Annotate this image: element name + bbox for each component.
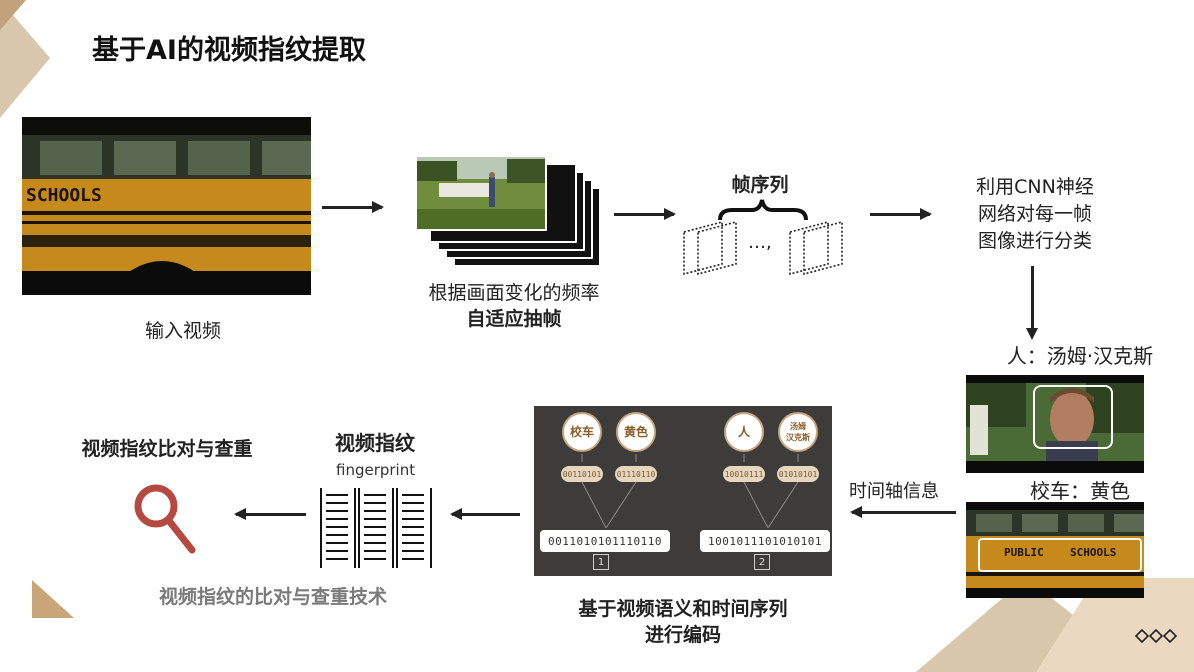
encoding-caption-line1: 基于视频语义和时间序列 [578,598,788,620]
fingerprint-bar-line [364,558,386,560]
combined-code-1: 0011010101110110 [540,530,670,552]
bus-text: SCHOOLS [26,185,102,206]
frame-sequence-ellipsis: …, [748,232,772,253]
frame-stack [415,155,605,267]
arrow-timeline [850,506,956,518]
binary-code-1b: 01110110 [615,466,657,482]
binary-code-2a: 10010111 [723,466,765,482]
tag-yellow: 黄色 [616,412,656,452]
input-video-frame: SCHOOLS [22,117,311,295]
fingerprint-bar-line [402,542,424,544]
frame-sampling-caption-line2: 自适应抽帧 [466,308,562,330]
fingerprint-bar-line [402,558,424,560]
cnn-caption-line3: 图像进行分类 [977,230,1092,252]
bus-sign-schools: SCHOOLS [1070,546,1117,559]
fingerprint-bar-line [364,534,386,536]
bus-detection-box [978,538,1142,572]
fingerprint-bar-line [402,518,424,520]
index-box-1: 1 [593,554,609,570]
fingerprint-bar-line [326,518,348,520]
person-frame [966,375,1144,473]
fingerprint-bar-line [326,534,348,536]
fingerprint-bar-line [326,510,348,512]
fingerprint-bar-line [364,510,386,512]
fingerprint-bar-line [364,502,386,504]
fingerprint-bar-line [402,494,424,496]
frame-sampling-caption-line1: 根据画面变化的频率 [428,282,600,304]
encoding-panel: 校车 黄色 人 汤姆 汉克斯 00110101 01110110 1001011… [534,406,832,576]
fingerprint-bar-line [402,510,424,512]
corner-decoration-bottom-left [32,580,74,618]
arrow-to-compare [234,508,306,520]
tag-person: 人 [724,412,764,452]
fingerprint-bar-line [402,502,424,504]
tag-tom-hanks: 汤姆 汉克斯 [778,412,818,452]
fingerprint-bar-line [364,526,386,528]
fingerprint-bar-line [364,542,386,544]
person-label: 人：汤姆·汉克斯 [1006,344,1154,368]
arrow-1 [322,201,384,213]
index-box-2: 2 [754,554,770,570]
bus-sign-public: PUBLIC [1004,546,1044,559]
arrow-2 [614,208,676,220]
input-video-caption: 输入视频 [144,320,221,342]
arrow-down [1026,266,1038,340]
fingerprint-bar-line [326,526,348,528]
bus-color-label: 校车：黄色 [1030,479,1130,503]
compare-caption: 视频指纹的比对与查重技术 [158,586,387,608]
frame-sequence-label: 帧序列 [731,174,789,196]
fingerprint-bar-line [326,558,348,560]
compare-label: 视频指纹比对与查重 [81,438,253,460]
face-detection-box [1033,385,1113,449]
diamond-chain-icon [1134,628,1178,644]
fingerprint-bar-line [364,518,386,520]
bus-frame: PUBLIC SCHOOLS [966,502,1144,598]
fingerprint-bar-line [326,542,348,544]
binary-code-2b: 01010101 [777,466,819,482]
fingerprint-bar-line [364,550,386,552]
corner-decoration-bottom-right [916,578,1194,672]
combined-code-2: 1001011101010101 [700,530,830,552]
arrow-to-fingerprint [450,508,520,520]
arrow-3 [870,208,932,220]
corner-decoration-top-left [0,0,50,118]
timeline-label: 时间轴信息 [849,481,939,502]
fingerprint-bar-line [326,550,348,552]
cnn-caption-line2: 网络对每一帧 [977,203,1092,225]
cnn-caption-line1: 利用CNN神经 [976,176,1094,198]
fingerprint-bar-line [364,494,386,496]
binary-code-1a: 00110101 [561,466,603,482]
fingerprint-bar-line [326,502,348,504]
fingerprint-sublabel: fingerprint [336,461,416,479]
fingerprint-label: 视频指纹 [335,431,415,455]
tag-school-bus: 校车 [562,412,602,452]
fingerprint-barcode-icon [318,0,438,672]
fingerprint-bar-line [402,550,424,552]
encoding-caption-line2: 进行编码 [644,624,721,646]
magnifier-icon [134,484,196,554]
fingerprint-bar-line [402,526,424,528]
frame-sequence-diagram [683,199,843,276]
page-title: 基于AI的视频指纹提取 [92,35,366,66]
fingerprint-bar-line [402,534,424,536]
fingerprint-bar-line [326,494,348,496]
